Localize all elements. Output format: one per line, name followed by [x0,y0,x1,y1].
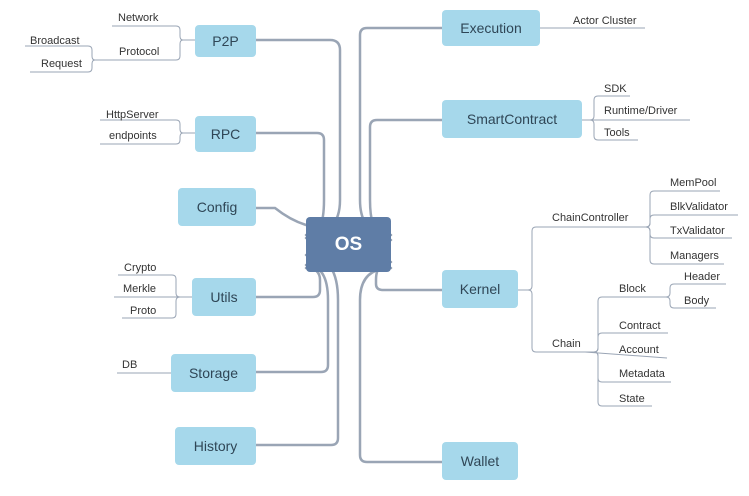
leaf-state[interactable]: State [619,393,645,405]
leaf-managers[interactable]: Managers [670,250,719,262]
leaf-proto[interactable]: Proto [130,305,157,317]
leaf-header[interactable]: Header [684,271,721,283]
leaf-chaincontroller[interactable]: ChainController [552,212,629,224]
leaf-contract[interactable]: Contract [619,320,661,332]
leaf-blkvalidator[interactable]: BlkValidator [670,201,728,213]
node-execution[interactable]: Execution [442,10,540,46]
leaf-httpserver[interactable]: HttpServer [106,109,159,121]
leaf-tools[interactable]: Tools [604,127,630,139]
leaf-actor-cluster[interactable]: Actor Cluster [573,15,637,27]
leaf-mempool[interactable]: MemPool [670,177,717,189]
node-wallet[interactable]: Wallet [442,442,518,480]
node-history[interactable]: History [175,427,256,465]
leaf-block[interactable]: Block [619,283,646,295]
leaf-merkle[interactable]: Merkle [123,283,157,295]
node-rpc[interactable]: RPC [195,116,256,152]
leaf-txvalidator[interactable]: TxValidator [670,225,725,237]
leaf-crypto[interactable]: Crypto [124,262,157,274]
node-config[interactable]: Config [178,188,256,226]
leaf-broadcast[interactable]: Broadcast [30,35,80,47]
node-storage[interactable]: Storage [171,354,256,392]
node-kernel[interactable]: Kernel [442,270,518,308]
leaf-sdk[interactable]: SDK [604,83,627,95]
leaf-runtime-driver[interactable]: Runtime/Driver [604,105,678,117]
root-node-os[interactable]: OS [306,217,391,272]
leaf-network[interactable]: Network [118,12,159,24]
leaf-metadata[interactable]: Metadata [619,368,665,380]
leaf-body[interactable]: Body [684,295,710,307]
leaf-db[interactable]: DB [122,359,138,371]
leaf-account[interactable]: Account [619,344,659,356]
leaf-request[interactable]: Request [41,58,82,70]
leaf-chain[interactable]: Chain [552,338,581,350]
node-utils[interactable]: Utils [192,278,256,316]
leaf-protocol[interactable]: Protocol [119,46,160,58]
leaf-endpoints[interactable]: endpoints [109,130,157,142]
node-p2p[interactable]: P2P [195,25,256,57]
node-smartcontract[interactable]: SmartContract [442,100,582,138]
